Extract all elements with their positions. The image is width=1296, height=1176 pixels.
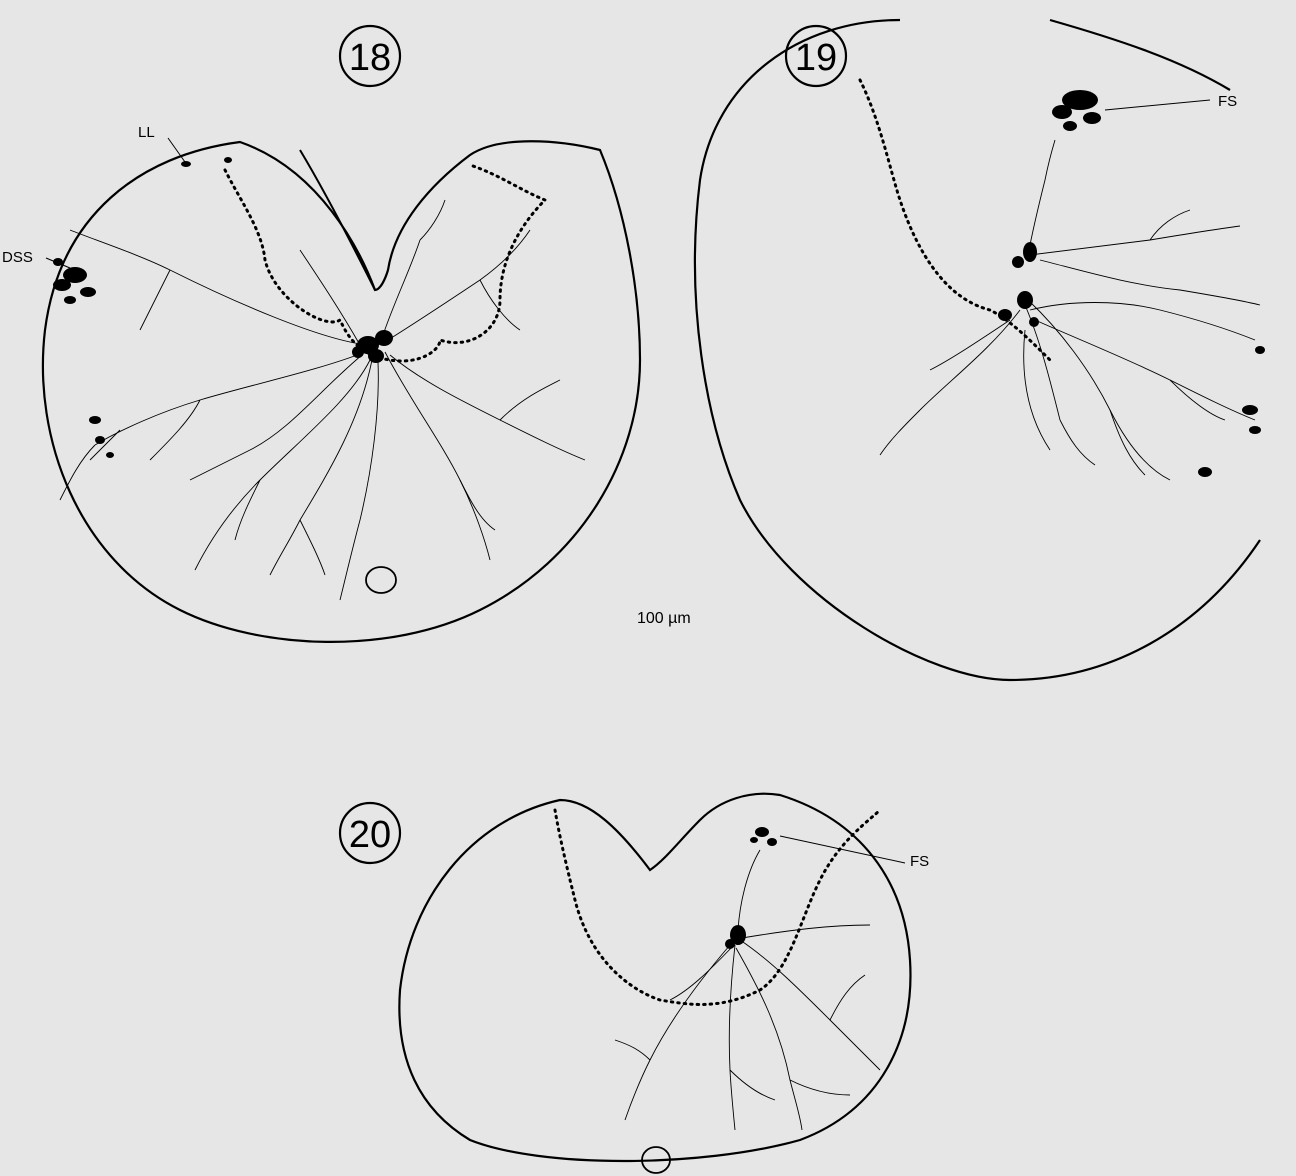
- fig20-dendrites: [615, 850, 880, 1130]
- figure-20: [340, 794, 910, 1173]
- label-dss: DSS: [2, 249, 33, 266]
- fig20-number: 20: [349, 814, 391, 856]
- scale-bar-label: 100 µm: [637, 610, 691, 627]
- label-fs-19: FS: [1218, 93, 1237, 110]
- fig18-cord-outline: [43, 141, 640, 642]
- figure-19: [695, 20, 1265, 680]
- fig19-dendrites: [880, 140, 1260, 480]
- fig20-neuron: [725, 925, 746, 949]
- label-ll: LL: [138, 124, 155, 141]
- fig20-cord-outline: [399, 794, 910, 1161]
- fig20-fs-leader: [780, 836, 905, 863]
- fig18-dss-terminals: [53, 258, 114, 458]
- fig18-number: 18: [349, 37, 391, 79]
- fig19-gray-matter-dotted: [860, 80, 1050, 360]
- figure-18: [43, 26, 640, 642]
- fig18-ll-marks: [181, 157, 232, 167]
- fig20-gray-matter-dotted: [555, 810, 880, 1004]
- fig19-fs-leader: [1105, 100, 1210, 110]
- fig19-cord-outline: [695, 20, 1260, 680]
- fig20-fs-terminals: [750, 827, 777, 846]
- fig19-fs-terminals: [1052, 90, 1265, 477]
- label-fs-20: FS: [910, 853, 929, 870]
- fig18-central-canal: [366, 567, 396, 593]
- fig19-number: 19: [795, 37, 837, 79]
